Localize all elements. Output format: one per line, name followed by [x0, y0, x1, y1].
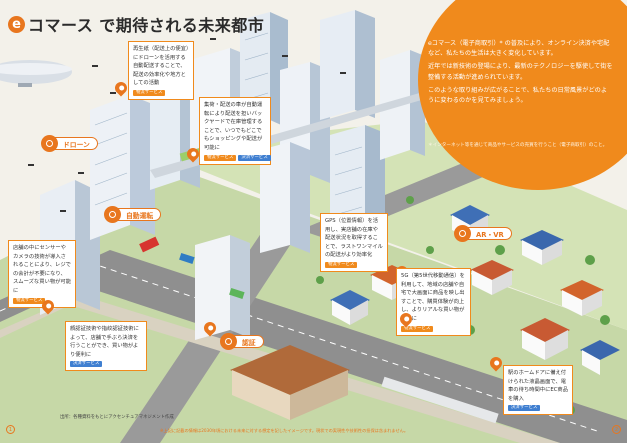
label-auth-text: 認証 [242, 338, 256, 347]
callout-text: 顔認証技術や指紋認証技術によって、店舗で手ぶら決済を行うことができ、買い物がより… [70, 326, 139, 358]
intro-paragraph: eコマース（電子商取引）* の普及により、オンライン決済や宅配など、私たちの生活… [428, 40, 610, 58]
tag-payment: 決済サービス [238, 154, 271, 161]
tag-logistics: 物流サービス [204, 154, 237, 161]
label-ar-vr: AR・VR [454, 225, 512, 242]
intro-note: ＊インターネット等を通じて商品やサービスの売買を行うこと（電子商取引）のこと。 [428, 143, 608, 148]
tag-payment: 決済サービス [70, 361, 103, 368]
tag-logistics: 物流サービス [401, 325, 434, 332]
car-icon [104, 206, 121, 223]
intro-paragraph: 近年では新技術の登場により、最新のテクノロジーを駆使して街を整備する活動が進めら… [428, 63, 613, 81]
footnote: ※上記に記載の情報は2030年頃における未来に対する想定を記したイメージです。現… [160, 428, 409, 433]
label-drone: ドローン [41, 135, 98, 152]
label-authentication: 認証 [220, 333, 264, 350]
label-autonomous-text: 自動運転 [126, 211, 154, 220]
fingerprint-icon [220, 333, 237, 350]
intro-panel-background [418, 0, 627, 190]
page-number-right: 2 [612, 425, 621, 434]
callout-text: 駅のホームドアに備え付けられた液晶画面で、電車の待ち時間中にEC商品を購入 [508, 370, 569, 402]
label-drone-text: ドローン [63, 140, 90, 149]
callout-text: GPS（位置情報）を活用し、実店舗の在庫や配送状況を取得することで、ラストワンマ… [325, 218, 383, 259]
drone-icon [41, 135, 58, 152]
vr-goggles-icon [454, 225, 471, 242]
tag-logistics: 物流サービス [13, 297, 46, 304]
intro-panel-text: eコマース（電子商取引）* の普及により、オンライン決済や宅配など、私たちの生活… [428, 39, 613, 109]
page-number-left: 1 [6, 425, 15, 434]
tag-logistics: 物流サービス [133, 89, 166, 96]
intro-paragraph: このような取り組みが広がることで、私たちの日常風景がどのように変わるのかを見てみ… [428, 86, 608, 105]
label-arvr-text: AR・VR [476, 230, 504, 239]
callout-face-auth: 顔認証技術や指紋認証技術によって、店舗で手ぶら決済を行うことができ、買い物がより… [65, 321, 147, 372]
source-note: 出所：各種資料をもとにアクセンチュアマネジメント作成 [60, 415, 174, 420]
callout-station-ec: 駅のホームドアに備え付けられた液晶画面で、電車の待ち時間中にEC商品を購入 決済… [503, 365, 573, 416]
callout-text: 集荷・配送の車が自動運転により配送を担いバックヤードで在庫管理することで、いつで… [204, 102, 263, 151]
callout-text: 店舗の中にセンサーやカメラの技術が導入されることにより、レジでの会計が不要になり… [13, 245, 72, 294]
callout-sensor-store: 店舗の中にセンサーやカメラの技術が導入されることにより、レジでの会計が不要になり… [8, 240, 76, 308]
title-text: コマース で期待される未来都市 [28, 16, 265, 35]
tag-payment: 決済サービス [508, 405, 541, 412]
label-autonomous-driving: 自動運転 [104, 206, 162, 223]
tag-logistics: 物流サービス [325, 261, 358, 268]
callout-autonomous-shop: 集荷・配送の車が自動運転により配送を担いバックヤードで在庫管理することで、いつで… [199, 97, 271, 165]
page-title: e コマース で期待される未来都市 [8, 12, 264, 36]
callout-text: 再生紙（配送上の便宜）にドローンを活用する自動配送することで、配送の効率化や地方… [133, 46, 189, 87]
title-e-mark: e [8, 15, 25, 33]
airship-illustration [0, 60, 72, 87]
callout-gps: GPS（位置情報）を活用し、実店舗の在庫や配送状況を取得することで、ラストワンマ… [320, 213, 388, 272]
callout-drone-delivery: 再生紙（配送上の便宜）にドローンを活用する自動配送することで、配送の効率化や地方… [128, 41, 194, 100]
